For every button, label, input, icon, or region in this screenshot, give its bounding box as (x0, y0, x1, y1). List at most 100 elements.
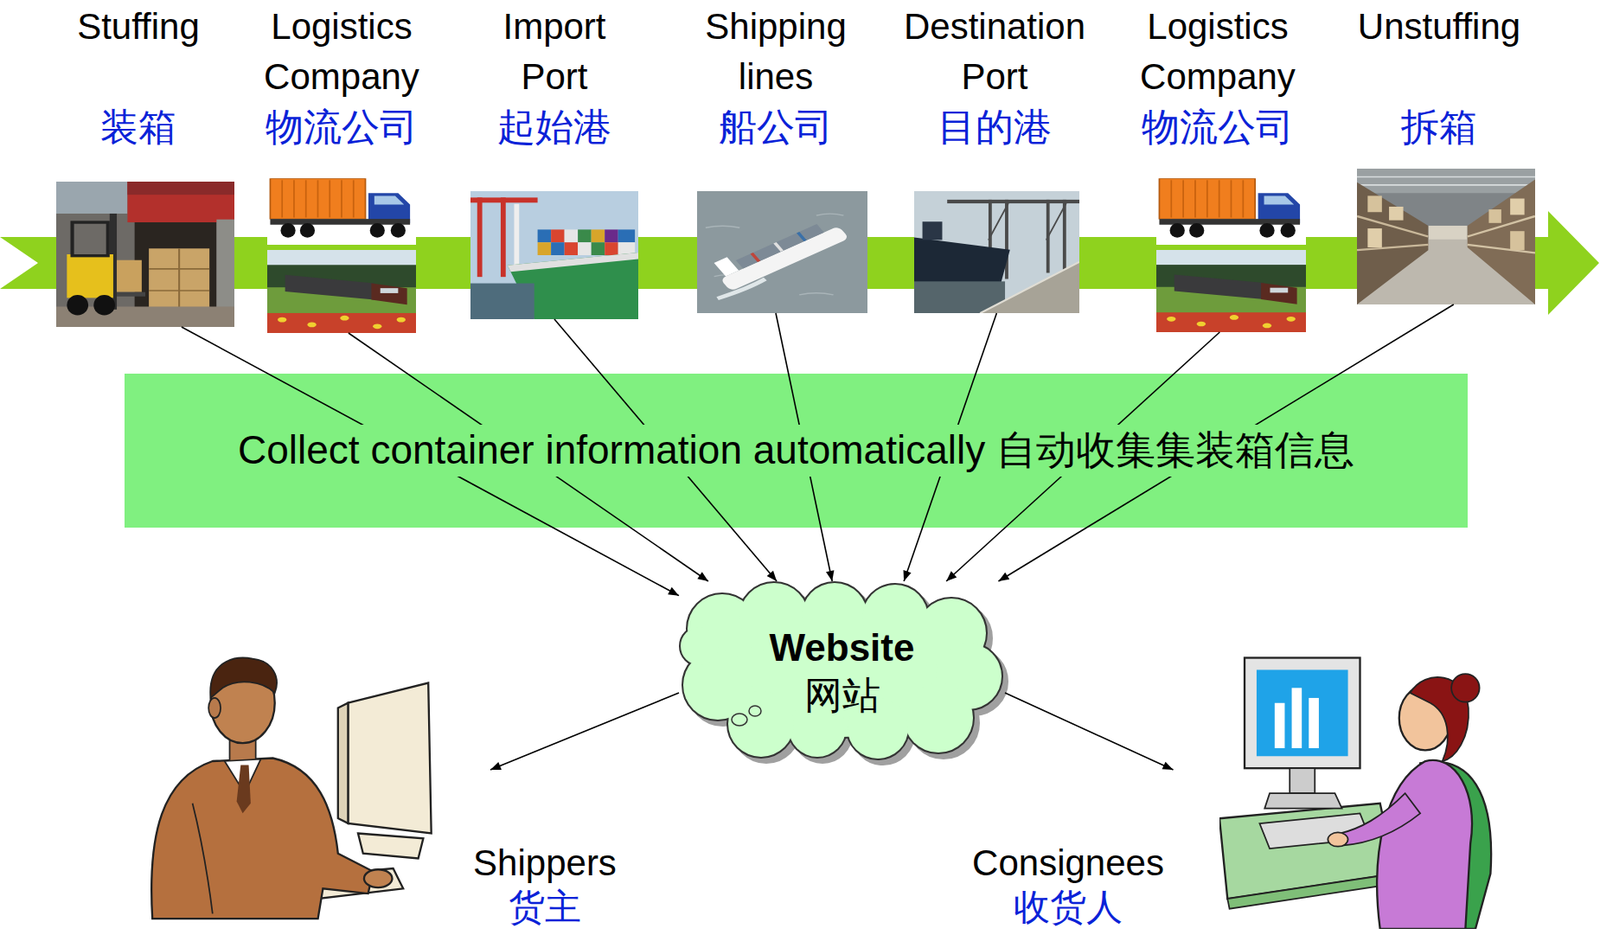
shipper-figure (208, 697, 221, 718)
stage-name: Destination Port (892, 1, 1097, 103)
port-photo (470, 191, 639, 320)
destination-photo (914, 237, 1011, 287)
cloud-title: Website (769, 623, 916, 672)
stage-name: Logistics Company (250, 1, 433, 103)
warehouse-photo (1467, 179, 1536, 305)
truck-photo (267, 172, 416, 245)
consignee-figure (1327, 832, 1348, 846)
stage-name-zh: 拆箱 (1335, 102, 1543, 153)
consignee-figure (1256, 669, 1349, 756)
train-photo (267, 249, 416, 333)
flow-arrow (1004, 692, 1174, 770)
party-name: Consignees (972, 841, 1165, 885)
stuffing-photo (127, 181, 235, 223)
destination-photo (922, 221, 943, 240)
cloud-fill (903, 683, 973, 753)
cloud-fill (680, 582, 1002, 759)
flow-arrow (946, 332, 1220, 582)
port-photo (470, 191, 639, 320)
ship-photo (697, 191, 868, 314)
port-photo (477, 197, 483, 277)
band-text: Collect container information automatica… (230, 424, 1362, 476)
destination-photo (947, 199, 1080, 204)
stage-node: Unstuffing拆箱 (1335, 1, 1543, 305)
destination-photo (1046, 203, 1067, 240)
consignee-figure (1292, 687, 1303, 749)
stuffing-photo (93, 294, 116, 316)
destination-photo (914, 191, 1080, 314)
ship-photo (773, 242, 784, 252)
consignee-figure (1274, 703, 1286, 749)
consignee-figure (1376, 760, 1472, 929)
flow-arrow (903, 313, 997, 582)
stage-name-zh: 起始港 (467, 102, 641, 153)
warehouse-photo (1356, 168, 1536, 305)
stuffing-photo (134, 222, 218, 313)
stage-name-zh: 目的港 (890, 102, 1099, 153)
shipper-figure (236, 765, 251, 814)
warehouse-photo (1356, 168, 1536, 305)
destination-photo (1004, 199, 1009, 280)
cloud-title-zh: 网站 (804, 671, 881, 719)
stuffing-photo (148, 248, 210, 313)
port-photo (550, 242, 565, 256)
cloud-fill (680, 627, 719, 666)
shipper-figure (347, 683, 431, 834)
warehouse-photo (1388, 206, 1403, 221)
port-photo (564, 229, 579, 243)
warehouse-photo (1356, 176, 1536, 179)
consignee-figure (1219, 658, 1492, 929)
info-band: Collect container information automatica… (124, 373, 1468, 528)
cloud-bubble (748, 705, 762, 717)
stuffing-photo (56, 181, 235, 327)
consignee-figure (1289, 768, 1315, 794)
consignee-figure (1308, 697, 1319, 749)
shipper-figure (210, 658, 277, 698)
stuffing-photo (116, 260, 142, 293)
flow-arrow (775, 313, 832, 582)
stuffing-photo (66, 254, 114, 298)
port-photo (591, 242, 606, 256)
consignee-figure (1244, 658, 1360, 769)
stage-name: Stuffing (36, 1, 241, 103)
shipper-figure (192, 803, 213, 915)
stage-name: Shipping lines (689, 1, 863, 103)
shipper-figure (338, 703, 349, 824)
ship-photo (714, 256, 740, 276)
warehouse-photo (1367, 195, 1382, 212)
destination-photo (914, 191, 1080, 314)
warehouse-photo (1488, 209, 1501, 224)
consignee-figure (1339, 793, 1421, 845)
flow-arrow (348, 332, 709, 582)
stuffing-photo (72, 222, 109, 256)
flow-arrow (554, 319, 777, 582)
party-name: Shippers (473, 841, 617, 885)
port-photo (470, 283, 535, 320)
port-photo (507, 252, 639, 272)
stuffing-photo (216, 219, 235, 316)
stage-name-zh: 物流公司 (243, 102, 440, 153)
truck-photo (1156, 172, 1306, 245)
ship-photo (697, 191, 868, 314)
train-photo (1156, 249, 1306, 333)
destination-photo (1062, 199, 1067, 274)
party-node: Shippers货主 (454, 769, 636, 931)
party-name-zh: 货主 (508, 885, 582, 929)
consignee-figure (1264, 793, 1342, 808)
destination-photo (979, 262, 1080, 314)
warehouse-photo (1510, 230, 1524, 250)
cloud-outline (680, 582, 1002, 759)
port-photo (618, 229, 635, 243)
flow-arrow (490, 692, 679, 770)
consignee-figure (1227, 873, 1396, 909)
stuffing-photo (127, 181, 235, 195)
stuffing-photo (66, 294, 89, 316)
port-photo (537, 242, 552, 256)
stage-node: Import Port起始港 (467, 1, 641, 320)
warehouse-photo (1356, 184, 1536, 186)
website-cloud: Website网站 (678, 581, 1005, 762)
shipper-figure (364, 869, 392, 888)
flow-arrow (181, 326, 679, 596)
destination-photo (979, 262, 1080, 314)
stage-node: Stuffing装箱 (34, 1, 243, 327)
